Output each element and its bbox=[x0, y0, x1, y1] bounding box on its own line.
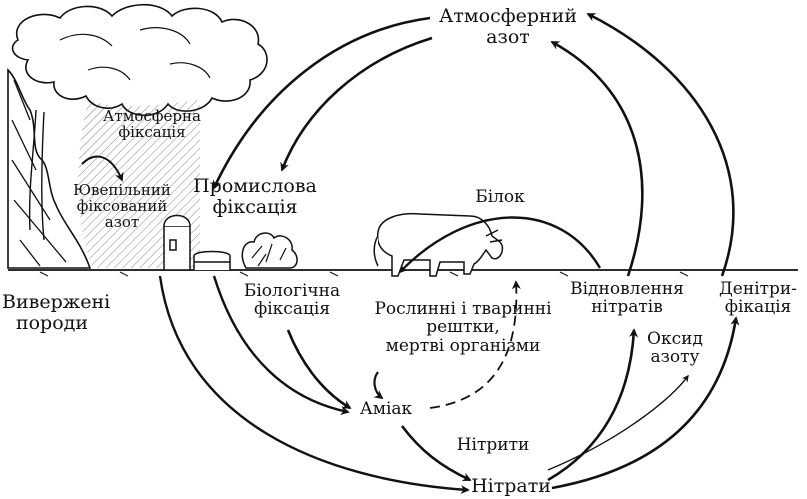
volcano-smoke-cloud bbox=[13, 5, 267, 116]
label-atmospheric-nitrogen: Атмосферний азот bbox=[428, 6, 588, 47]
label-remains: Рослинні і тваринні рештки, мертві орган… bbox=[360, 300, 566, 355]
label-atmospheric-fixation: Атмосферна фіксація bbox=[92, 108, 212, 140]
arrow-atmosphere-to-industrial-inner bbox=[282, 38, 432, 170]
arrow-nitrates-to-oxide bbox=[548, 376, 688, 470]
label-nitrites: Нітрити bbox=[448, 436, 538, 454]
arrow-biological-to-ammonia bbox=[288, 330, 350, 408]
label-denitrification: Денітри- фікація bbox=[710, 280, 806, 317]
label-protein: Білок bbox=[460, 188, 540, 206]
cow-illustration bbox=[374, 214, 502, 276]
label-nitrogen-oxide: Оксид азоту bbox=[630, 330, 720, 367]
label-juvenile-nitrogen: Ювепільний фіксований азот bbox=[62, 182, 182, 231]
label-erupted-rocks: Виверженi породи bbox=[2, 292, 102, 333]
arrow-denitrification-to-atmosphere bbox=[588, 14, 733, 276]
label-biological-fixation: Біологічна фіксація bbox=[234, 282, 350, 319]
arrow-nitrate-reduction-to-atmosphere bbox=[552, 42, 642, 276]
label-ammonia: Аміак bbox=[348, 400, 424, 418]
bush-illustration bbox=[242, 233, 297, 268]
label-industrial-fixation: Промислова фіксація bbox=[180, 176, 330, 217]
arrow-remains-to-ammonia bbox=[375, 372, 382, 398]
label-nitrate-reduction: Відновлення нітратів bbox=[562, 280, 692, 317]
label-nitrates: Нітрати bbox=[466, 476, 556, 497]
